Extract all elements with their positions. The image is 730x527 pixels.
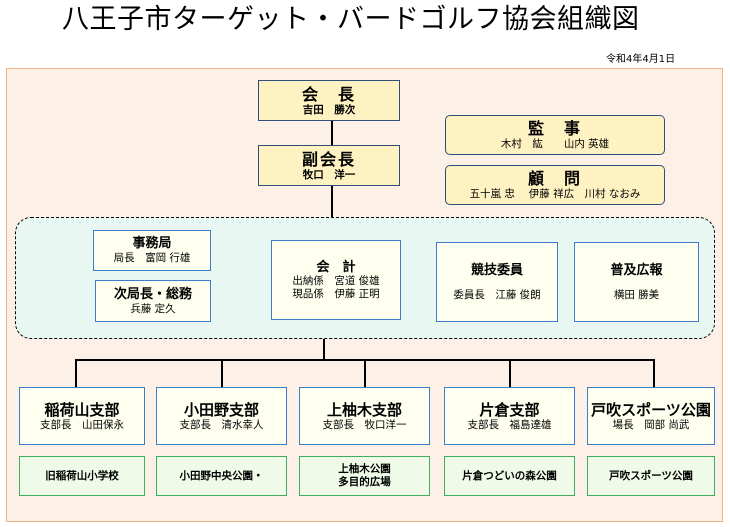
deputy-detail: 兵藤 定久	[130, 302, 176, 315]
connector-branch-2	[221, 359, 223, 387]
advisor-role: 顧 問	[527, 169, 582, 189]
connector-chair-vice	[331, 121, 333, 145]
branch-name: 稲荷山支部	[44, 400, 120, 419]
promotion-detail: 横田 勝美	[613, 288, 660, 301]
deputy-box: 次局長・総務 兵藤 定久	[95, 280, 211, 322]
chairman-box: 会 長 吉田 勝次	[258, 80, 400, 121]
page-title: 八王子市ターゲット・バードゴルフ協会組織図	[62, 4, 640, 35]
vice-chairman-name: 牧口 洋一	[302, 168, 356, 181]
vice-chairman-box: 副会長 牧口 洋一	[258, 145, 400, 186]
auditor-box: 監 事 木村 紘 山内 英雄	[445, 115, 665, 155]
vice-chairman-role: 副会長	[301, 149, 356, 169]
branch-name: 上柚木支部	[326, 400, 402, 419]
chairman-name: 吉田 勝次	[302, 103, 356, 116]
branch-leader: 支部長 牧口洋一	[322, 418, 407, 431]
branch-leader: 支部長 福島達雄	[467, 418, 552, 431]
auditor-role: 監 事	[527, 119, 582, 139]
competition-detail: 委員長 江藤 俊朗	[453, 288, 541, 301]
facility-box: 片倉つどいの森公園	[444, 456, 575, 496]
advisor-names: 五十嵐 忠 伊藤 祥広 川村 なおみ	[469, 188, 641, 201]
competition-role: 競技委員	[470, 262, 523, 278]
connector-branch-4	[509, 359, 511, 387]
advisor-box: 顧 問 五十嵐 忠 伊藤 祥広 川村 なおみ	[445, 165, 665, 205]
branch-box: 片倉支部 支部長 福島達雄	[444, 387, 575, 445]
promotion-role: 普及広報	[610, 262, 663, 278]
secretariat-role: 事務局	[132, 236, 172, 252]
branch-name: 戸吹スポーツ公園	[591, 400, 711, 419]
connector-vice-office	[331, 186, 333, 217]
chairman-role: 会 長	[301, 84, 356, 104]
promotion-box: 普及広報 横田 勝美	[574, 242, 699, 322]
connector-office-branches	[323, 339, 325, 360]
connector-branch-5	[653, 359, 655, 387]
competition-box: 競技委員 委員長 江藤 俊朗	[436, 242, 558, 322]
facility-name: 小田野中央公園・	[179, 469, 264, 482]
facility-box: 旧稲荷山小学校	[19, 456, 145, 496]
facility-name: 旧稲荷山小学校	[45, 469, 119, 482]
connector-branch-3	[364, 359, 366, 387]
secretariat-box: 事務局 局長 富岡 行雄	[93, 230, 211, 271]
facility-box: 上柚木公園 多目的広場	[299, 456, 430, 496]
auditor-names: 木村 紘 山内 英雄	[500, 138, 610, 151]
branch-leader: 支部長 山田保永	[40, 418, 124, 431]
branch-box: 稲荷山支部 支部長 山田保永	[19, 387, 145, 445]
branch-leader: 支部長 清水幸人	[179, 418, 264, 431]
date-label: 令和4年4月1日	[606, 54, 676, 65]
accounting-role: 会 計	[316, 259, 356, 275]
facility-name: 片倉つどいの森公園	[462, 469, 557, 482]
branch-box: 上柚木支部 支部長 牧口洋一	[299, 387, 430, 445]
branch-name: 小田野支部	[183, 400, 259, 419]
facility-name: 戸吹スポーツ公園	[609, 469, 693, 482]
facility-box: 小田野中央公園・	[156, 456, 287, 496]
branch-leader: 場長 岡部 尚武	[612, 418, 690, 431]
facility-name: 上柚木公園	[338, 463, 391, 476]
facility-box: 戸吹スポーツ公園	[587, 456, 715, 496]
secretariat-detail: 局長 富岡 行雄	[113, 252, 191, 264]
accounting-box: 会 計 出納係 宮道 俊雄 現品係 伊藤 正明	[271, 240, 401, 320]
branch-box: 小田野支部 支部長 清水幸人	[156, 387, 287, 445]
branch-name: 片倉支部	[479, 400, 540, 419]
facility-name: 多目的広場	[338, 476, 391, 488]
connector-branch-1	[75, 359, 77, 387]
deputy-role: 次局長・総務	[113, 286, 192, 302]
branch-box: 戸吹スポーツ公園 場長 岡部 尚武	[587, 387, 715, 445]
accounting-line2: 現品係 伊藤 正明	[292, 287, 380, 300]
accounting-line1: 出納係 宮道 俊雄	[292, 275, 380, 288]
